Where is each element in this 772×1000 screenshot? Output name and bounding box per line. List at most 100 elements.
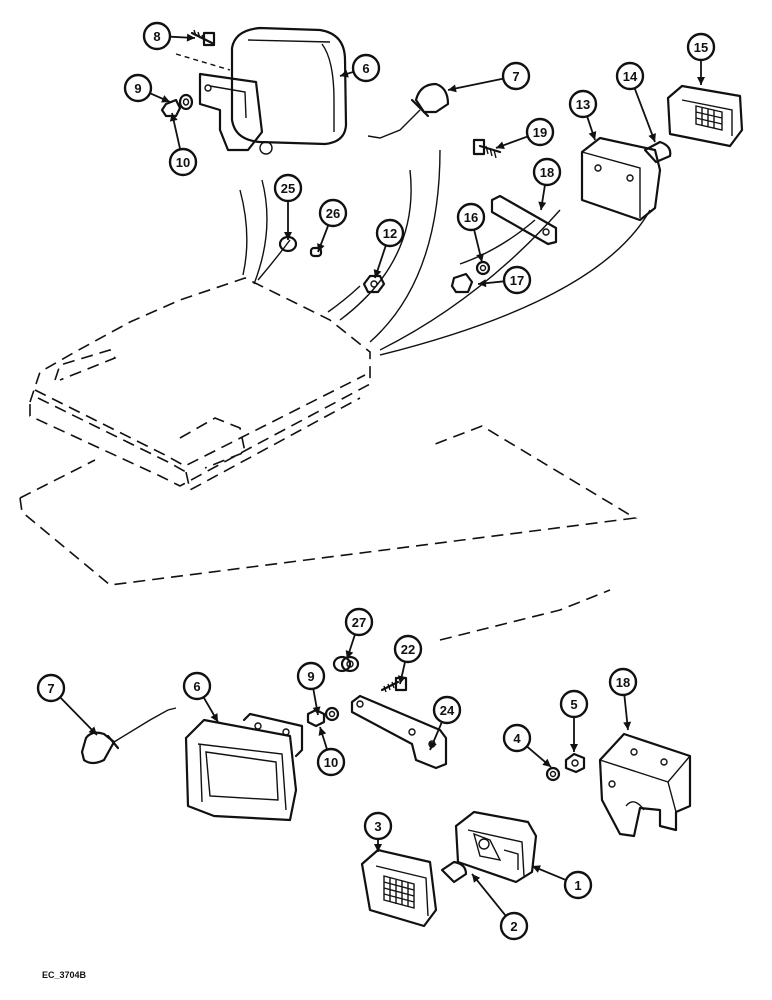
plug-26 [309,246,323,258]
arrowhead-c26 [317,243,325,252]
arrowhead-c4 [542,758,551,767]
callout-c12: 12 [375,218,405,248]
callout-circle [563,870,593,900]
callout-number: 22 [401,642,415,657]
nut-12 [362,274,386,294]
side-lamp-bulb-14 [643,140,672,164]
arrowhead-c7t [448,84,457,93]
callout-circle [273,173,303,203]
arrowhead-c7b [88,726,97,735]
callout-c8: 8 [142,21,172,51]
callout-circle [393,634,423,664]
callout-circle [499,911,529,941]
arrowhead-c6b [210,713,218,722]
callout-c6t: 6 [351,53,381,83]
cab-roof [29,277,371,492]
callout-circle [168,147,198,177]
callout-c15: 15 [686,32,716,62]
arrowhead-c5 [570,744,578,752]
callout-number: 7 [47,681,54,696]
nut-5 [564,752,586,774]
callout-circle [351,53,381,83]
callout-c5: 5 [559,689,589,719]
callout-c18t: 18 [532,157,562,187]
callout-number: 14 [623,69,638,84]
drawing-code: EC_3704B [42,970,87,980]
callout-c9b: 9 [296,661,326,691]
callout-c14: 14 [615,61,645,91]
callout-c10t: 10 [168,147,198,177]
callout-c27: 27 [344,607,374,637]
callout-c6b: 6 [182,671,212,701]
arrowhead-c9t [161,95,170,103]
callout-c25: 25 [273,173,303,203]
callout-number: 10 [324,755,338,770]
callout-number: 17 [510,273,524,288]
arrowhead-c6t [340,69,349,78]
side-lamp-housing-1 [454,810,538,884]
callout-c10b: 10 [316,747,346,777]
washer-nut-top [160,93,194,118]
bulb-bottom [80,707,177,765]
callout-number: 6 [362,61,369,76]
callout-number: 25 [281,181,295,196]
callout-number: 8 [153,29,160,44]
bracket-bottom-18 [598,732,692,838]
arrowhead-c18b [623,721,632,730]
callout-circle [686,32,716,62]
callout-circle [318,198,348,228]
nut-4 [545,766,561,782]
side-lamp-lens-15 [666,84,744,148]
bracket-24 [350,694,448,770]
callout-circle [525,117,555,147]
leader-c2 [471,873,507,917]
callout-c24: 24 [432,695,462,725]
work-lamp-top [175,26,348,155]
callout-number: 4 [513,731,521,746]
callout-number: 18 [616,675,630,690]
arrowhead-c8 [186,33,195,42]
callout-number: 19 [533,125,547,140]
leader-c7t [447,77,504,91]
screw-8 [190,29,216,47]
callout-circle [502,723,532,753]
callout-number: 9 [134,81,141,96]
callout-circle [559,689,589,719]
bulb-top [367,82,450,139]
callout-circle [532,157,562,187]
arrowhead-c19 [496,141,505,150]
callout-c18b: 18 [608,667,638,697]
arrowhead-c16 [476,253,484,262]
callout-circle [615,61,645,91]
callout-number: 16 [464,210,478,225]
callout-circle [456,202,486,232]
arrowhead-c3 [374,844,382,852]
arrowhead-c13 [588,131,597,140]
callout-number: 9 [307,669,314,684]
leader-c7b [59,696,98,736]
bracket-top-18 [490,194,558,246]
callout-circle [375,218,405,248]
callout-c1: 1 [563,870,593,900]
callout-c26: 26 [318,198,348,228]
callout-circle [432,695,462,725]
arrowhead-c12 [373,269,382,278]
grommet-27 [332,655,360,673]
callout-c7b: 7 [36,673,66,703]
callout-circle [123,73,153,103]
callout-circle [182,671,212,701]
callout-number: 26 [326,206,340,221]
callout-number: 3 [374,819,381,834]
callout-circle [608,667,638,697]
callout-number: 10 [176,155,190,170]
work-lamp-bottom [184,712,304,822]
callout-circle [501,61,531,91]
leader-lines [59,33,705,917]
arrowhead-c10t [169,113,178,122]
arrowhead-c15 [697,77,705,85]
mounting-lines [239,149,651,356]
callout-number: 5 [570,697,577,712]
cab-outline [19,425,638,586]
